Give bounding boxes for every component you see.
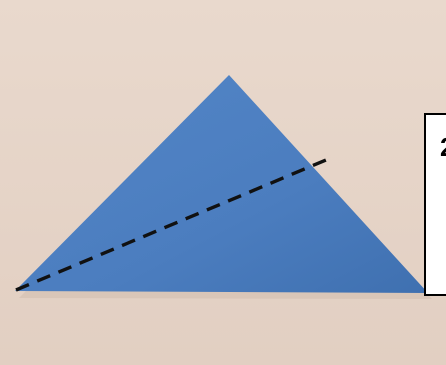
- step-number: 2: [440, 134, 446, 160]
- step-label-box: 2: [424, 113, 446, 296]
